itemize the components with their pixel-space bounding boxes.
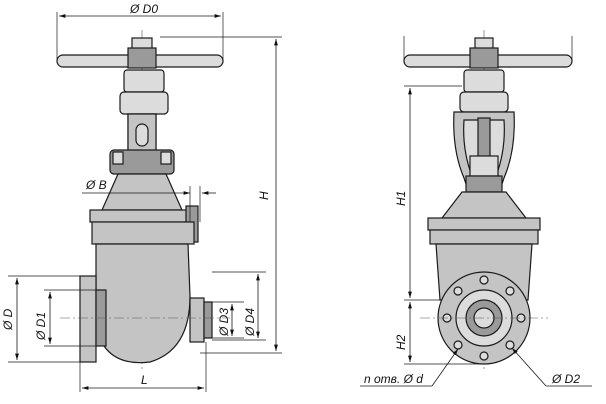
label-h2: H2 [394, 334, 408, 350]
dimensions-side: H1 H2 n отв. Ø d Ø D2 [360, 36, 592, 387]
label-h1: H1 [394, 191, 408, 206]
label-d: Ø D [1, 308, 15, 331]
handwheel-side [403, 37, 573, 69]
label-n-holes: n отв. Ø d [364, 372, 423, 386]
side-view [403, 30, 573, 372]
label-b: Ø B [85, 178, 107, 192]
label-d1: Ø D1 [34, 312, 48, 341]
label-d0: Ø D0 [129, 2, 158, 16]
label-l: L [141, 373, 148, 387]
front-view [56, 30, 230, 372]
handwheel-front [56, 37, 224, 69]
dimensions-front: Ø D0 H Ø B Ø D Ø D1 Ø D3 Ø D4 [1, 2, 282, 392]
label-d2: Ø D2 [551, 372, 580, 386]
label-d4: Ø D4 [243, 308, 257, 337]
label-d3: Ø D3 [217, 308, 231, 337]
label-h: H [257, 191, 271, 200]
